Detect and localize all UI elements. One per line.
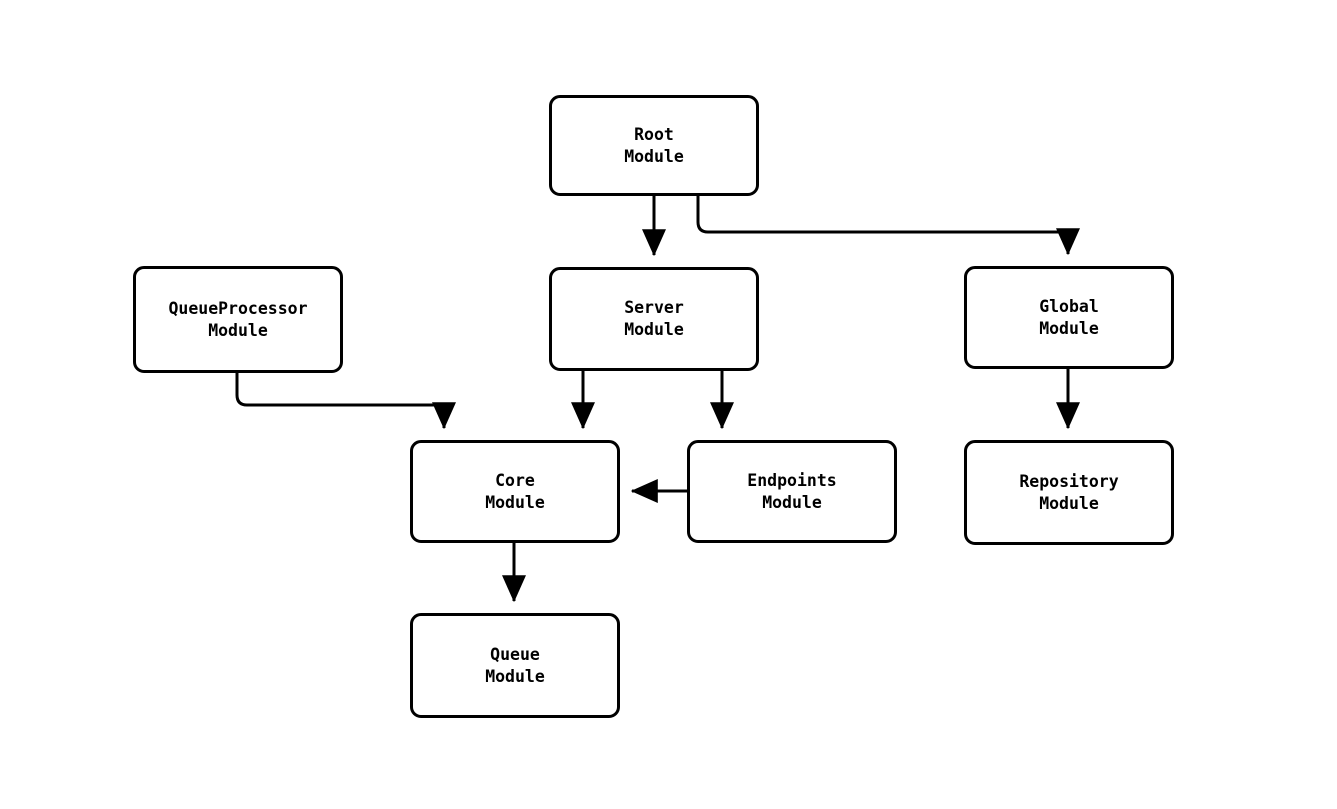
node-repository-module-label-line1: Repository: [1019, 471, 1119, 491]
node-endpoints-module-label-line2: Module: [762, 492, 822, 512]
edge-root-to-global: [696, 196, 1080, 256]
node-root-module-label-line1: Root: [634, 124, 674, 144]
node-root-module-label-line2: Module: [624, 146, 684, 166]
node-core-module-label-line1: Core: [495, 470, 535, 490]
node-server-module-label-line2: Module: [624, 320, 684, 339]
node-global-module[interactable]: Global Module: [964, 266, 1174, 369]
edge-queueprocessor-to-core: [235, 373, 456, 430]
node-endpoints-module-label-line1: Endpoints: [747, 470, 837, 490]
node-core-module[interactable]: Core Module: [410, 440, 620, 543]
node-global-module-label-line2: Module: [1039, 318, 1099, 338]
node-global-module-label-line1: Global: [1039, 296, 1099, 316]
node-core-module-label-line2: Module: [485, 492, 545, 512]
node-repository-module-label-line2: Module: [1039, 493, 1099, 513]
node-repository-module[interactable]: Repository Module: [964, 440, 1174, 545]
node-queue-module-label-line2: Module: [485, 666, 545, 686]
node-queueprocessor-module-label-line1: QueueProcessor: [168, 298, 308, 318]
node-queueprocessor-module[interactable]: QueueProcessor Module: [133, 266, 343, 373]
node-endpoints-module[interactable]: Endpoints Module: [687, 440, 897, 543]
node-root-module[interactable]: Root Module: [549, 95, 759, 196]
node-queue-module[interactable]: Queue Module: [410, 613, 620, 718]
node-server-module[interactable]: Server Module: [549, 267, 759, 371]
node-queueprocessor-module-label-line2: Module: [208, 320, 268, 340]
node-server-module-label-line1: Server: [624, 298, 684, 317]
node-queue-module-label-line1: Queue: [490, 644, 540, 664]
